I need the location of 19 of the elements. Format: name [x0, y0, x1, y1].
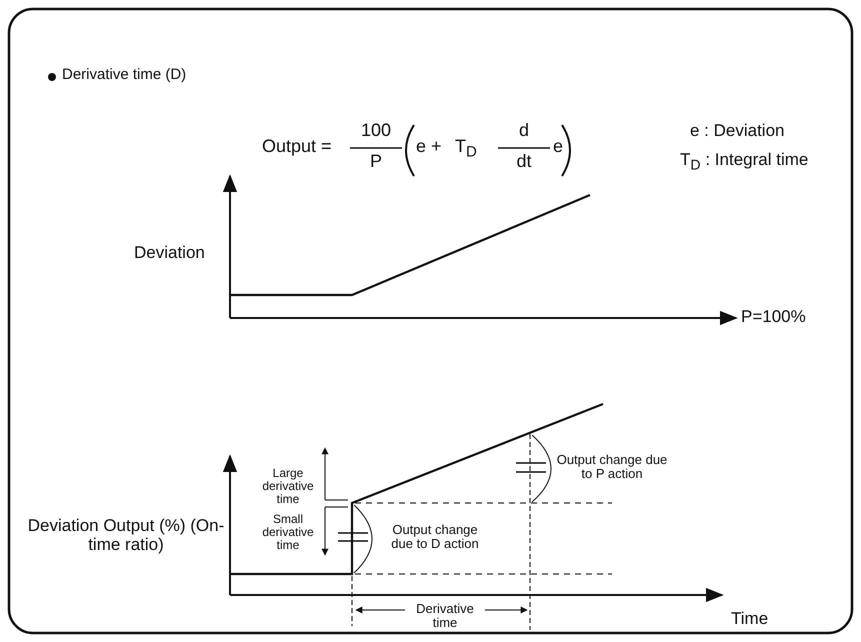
axis-label: Deviation: [134, 244, 205, 263]
annotation-text: Output change due to D action: [390, 523, 480, 552]
axis-label: Time: [731, 610, 768, 629]
annotation-text: Output change due to P action: [556, 453, 668, 482]
formula-denominator: dt: [515, 152, 532, 172]
section-title: Derivative time (D): [62, 67, 186, 84]
formula-numerator: d: [518, 121, 530, 141]
legend-note: e : Deviation: [690, 122, 784, 141]
formula-denominator: P: [368, 152, 383, 172]
formula-numerator: 100: [360, 121, 392, 141]
formula-text: e: [553, 137, 564, 157]
axis-label: P=100%: [741, 308, 806, 327]
axis-label: Deviation Output (%) (On-time ratio): [26, 517, 226, 554]
formula-text: e +: [416, 137, 442, 157]
formula-symbol: T$_{D}$: [455, 137, 477, 162]
annotation-text: Large derivative time: [261, 467, 315, 507]
annotation-text: Small derivative time: [261, 513, 315, 553]
legend-note: T$_{D}$ : Integral time: [680, 151, 808, 174]
formula-text: Output =: [262, 137, 332, 157]
